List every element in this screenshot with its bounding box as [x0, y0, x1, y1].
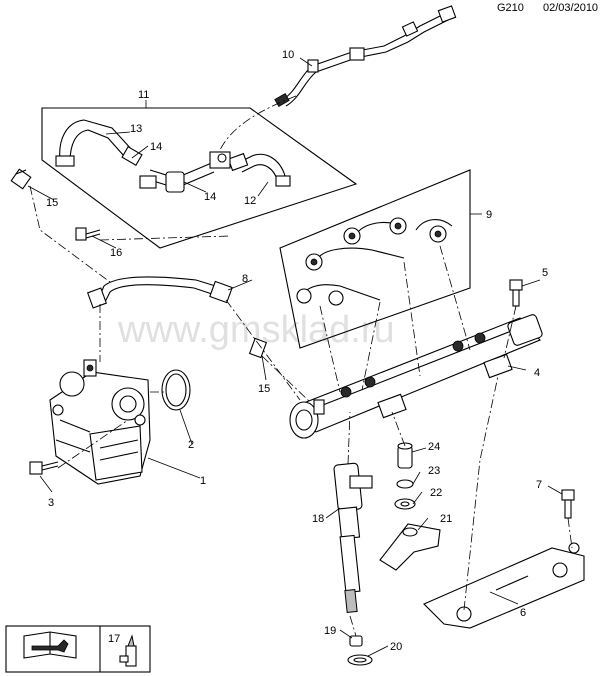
- callout-labels: 1 2 3 4 5 6 7 8 9 10 11 12 13 14 14 15 1…: [46, 49, 548, 653]
- callout-7: 7: [536, 479, 542, 491]
- callout-4: 4: [534, 367, 540, 379]
- callout-5: 5: [542, 267, 548, 279]
- high-pressure-pump-1: [49, 359, 151, 485]
- group-box-11: [41, 100, 358, 249]
- book-wrench-icon: [23, 631, 77, 659]
- washer-22: [394, 498, 416, 510]
- connector-14: [139, 151, 231, 193]
- connector-15-left: [10, 168, 32, 190]
- bolt-5: [509, 279, 523, 307]
- o-ring-2: [161, 369, 191, 411]
- callout-1: 1: [200, 475, 206, 487]
- callout-12: 12: [244, 195, 256, 207]
- callout-9: 9: [486, 209, 492, 221]
- callout-10: 10: [282, 49, 294, 61]
- injector-pipes-9: [296, 217, 453, 306]
- callout-23: 23: [428, 465, 440, 477]
- sleeve-24: [397, 442, 413, 469]
- callout-17: 17: [108, 633, 120, 645]
- callout-13: 13: [130, 123, 142, 135]
- callout-6: 6: [520, 607, 526, 619]
- callout-8: 8: [242, 273, 248, 285]
- callout-14-upper: 14: [150, 141, 162, 153]
- callout-24: 24: [428, 441, 440, 453]
- diagram-code: G210: [497, 2, 524, 14]
- legend-box: [5, 625, 151, 673]
- seal-20: [347, 654, 373, 666]
- fuel-rail-4: [289, 314, 543, 439]
- diagram-date: 02/03/2010: [543, 2, 599, 14]
- callout-15-upper: 15: [46, 197, 58, 209]
- pressure-pipe-8: [86, 276, 233, 309]
- callout-3: 3: [48, 497, 54, 509]
- adhesive-tube-icon: [119, 634, 137, 667]
- bolt-16: [75, 227, 101, 241]
- callout-20: 20: [390, 641, 402, 653]
- callout-18: 18: [312, 513, 324, 525]
- connector-15-lower: [248, 337, 268, 359]
- callout-21: 21: [440, 513, 452, 525]
- callout-11: 11: [138, 89, 149, 101]
- group-box-9: [279, 169, 471, 349]
- injector-18: [333, 462, 373, 614]
- hose-12: [227, 152, 291, 187]
- washer-23: [396, 479, 414, 489]
- bracket-6: [423, 542, 585, 629]
- callout-22: 22: [430, 487, 442, 499]
- bolt-3: [29, 461, 59, 475]
- callout-19: 19: [324, 625, 336, 637]
- callout-15-lower: 15: [258, 383, 270, 395]
- callout-14-lower: 14: [204, 191, 216, 203]
- callout-16: 16: [110, 247, 122, 259]
- hose-13: [55, 119, 143, 167]
- callout-2: 2: [188, 439, 194, 451]
- clamp-21: [379, 523, 441, 571]
- return-line-10: [274, 5, 457, 108]
- leader-lines: [27, 57, 573, 657]
- bolt-7: [561, 489, 575, 519]
